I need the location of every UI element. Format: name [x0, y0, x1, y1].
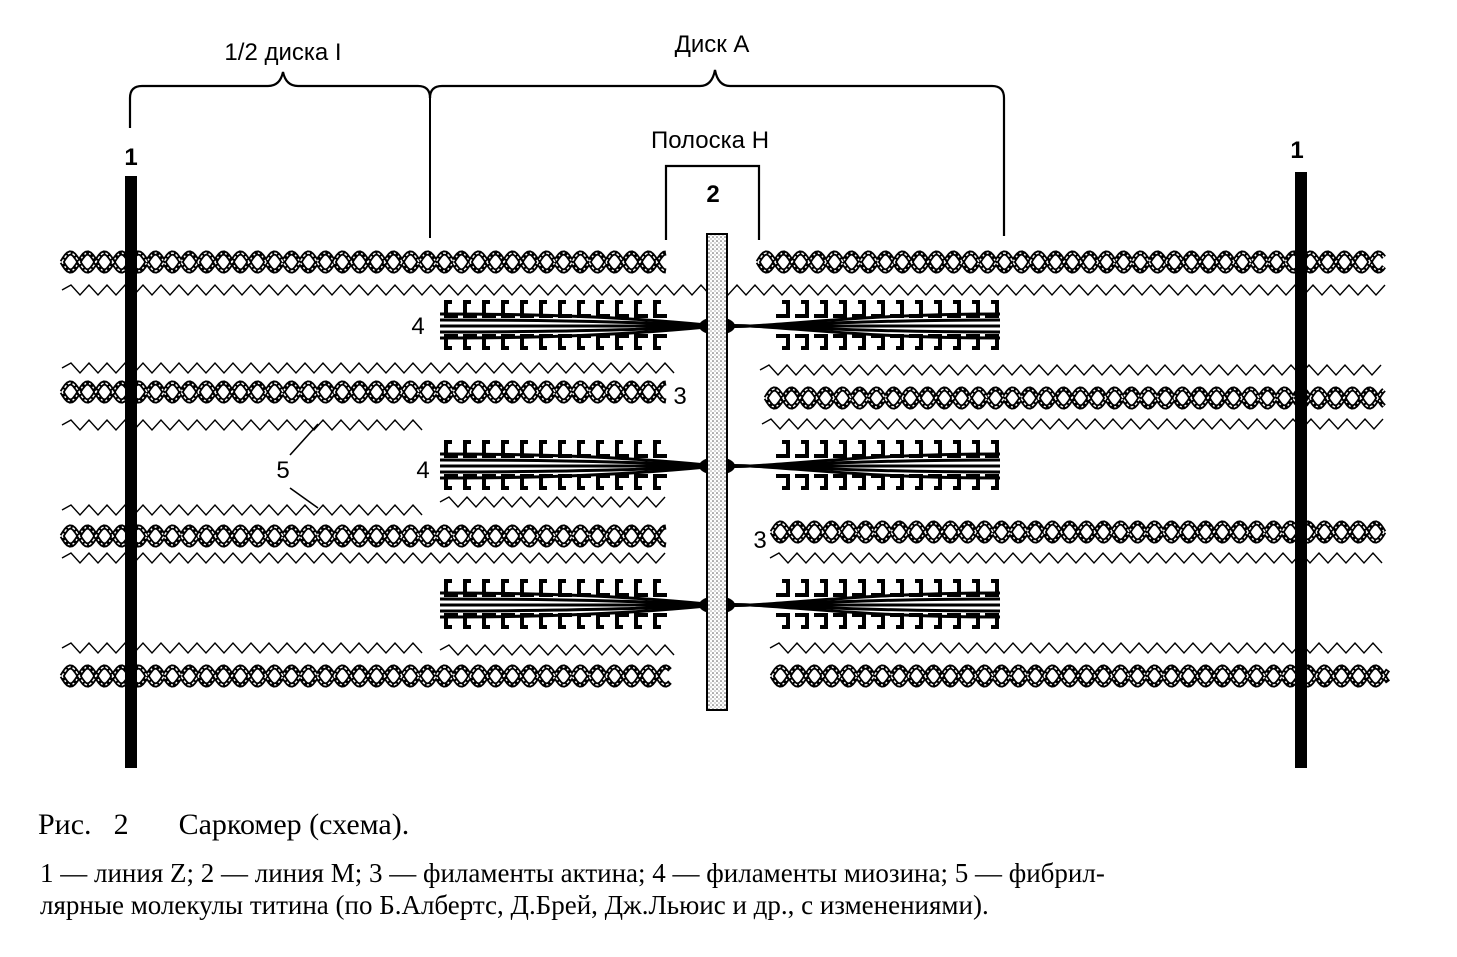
half-disk-i-label: 1/2 диска I	[224, 39, 341, 66]
titin-filament	[61, 503, 423, 517]
actin-filament	[59, 380, 667, 404]
m-line	[706, 233, 728, 711]
actin-label-lower: 3	[753, 527, 766, 554]
actin-label-upper: 3	[673, 383, 686, 410]
titin-filament	[759, 363, 1382, 377]
titin-filament	[769, 641, 1383, 655]
sarcomere-diagram: 1/2 диска I Диск А Полоска Н 1 1 2 3 3 4…	[59, 31, 1391, 768]
m-line-label: 2	[706, 181, 719, 208]
legend-line-2: лярные молекулы титина (по Б.Албертс, Д.…	[40, 890, 989, 920]
actin-filament	[59, 524, 667, 548]
disk-a-label: Диск А	[675, 31, 750, 58]
titin-filament	[61, 641, 423, 655]
figure-title-text: Саркомер (схема).	[178, 808, 410, 841]
actin-filament	[769, 520, 1387, 544]
actin-filament	[763, 386, 1386, 410]
myosin-label-mid: 4	[416, 457, 429, 484]
titin-filament	[761, 417, 1384, 431]
h-band-bracket	[664, 164, 761, 240]
figure-label: Рис.	[38, 808, 92, 841]
z-line-left	[125, 176, 137, 768]
titin-label: 5	[276, 457, 289, 484]
actin-filament	[59, 664, 672, 688]
legend-line-1: 1 — линия Z; 2 — линия М; 3 — филаменты …	[40, 858, 1105, 888]
figure-title: Рис. 2 Саркомер (схема).	[38, 808, 409, 842]
z-line-right-label: 1	[1290, 137, 1303, 164]
actin-filament	[59, 250, 667, 274]
titin-filament	[439, 643, 675, 657]
titin-filament	[61, 551, 666, 565]
titin-leader-lower	[289, 487, 319, 509]
figure-number: 2	[113, 808, 129, 841]
titin-filament	[61, 418, 423, 432]
titin-filament	[769, 551, 1383, 565]
actin-filament	[755, 250, 1386, 274]
disk-a-brace	[428, 69, 1006, 236]
figure-legend: 1 — линия Z; 2 — линия М; 3 — филаменты …	[40, 857, 1430, 921]
myosin-label-top: 4	[411, 313, 424, 340]
z-line-right	[1295, 172, 1307, 768]
h-band-label: Полоска Н	[651, 127, 769, 154]
half-disk-i-brace	[128, 71, 432, 128]
actin-filament	[769, 664, 1391, 688]
titin-filament	[61, 361, 675, 375]
titin-filament	[439, 495, 666, 509]
z-line-left-label: 1	[124, 144, 137, 171]
